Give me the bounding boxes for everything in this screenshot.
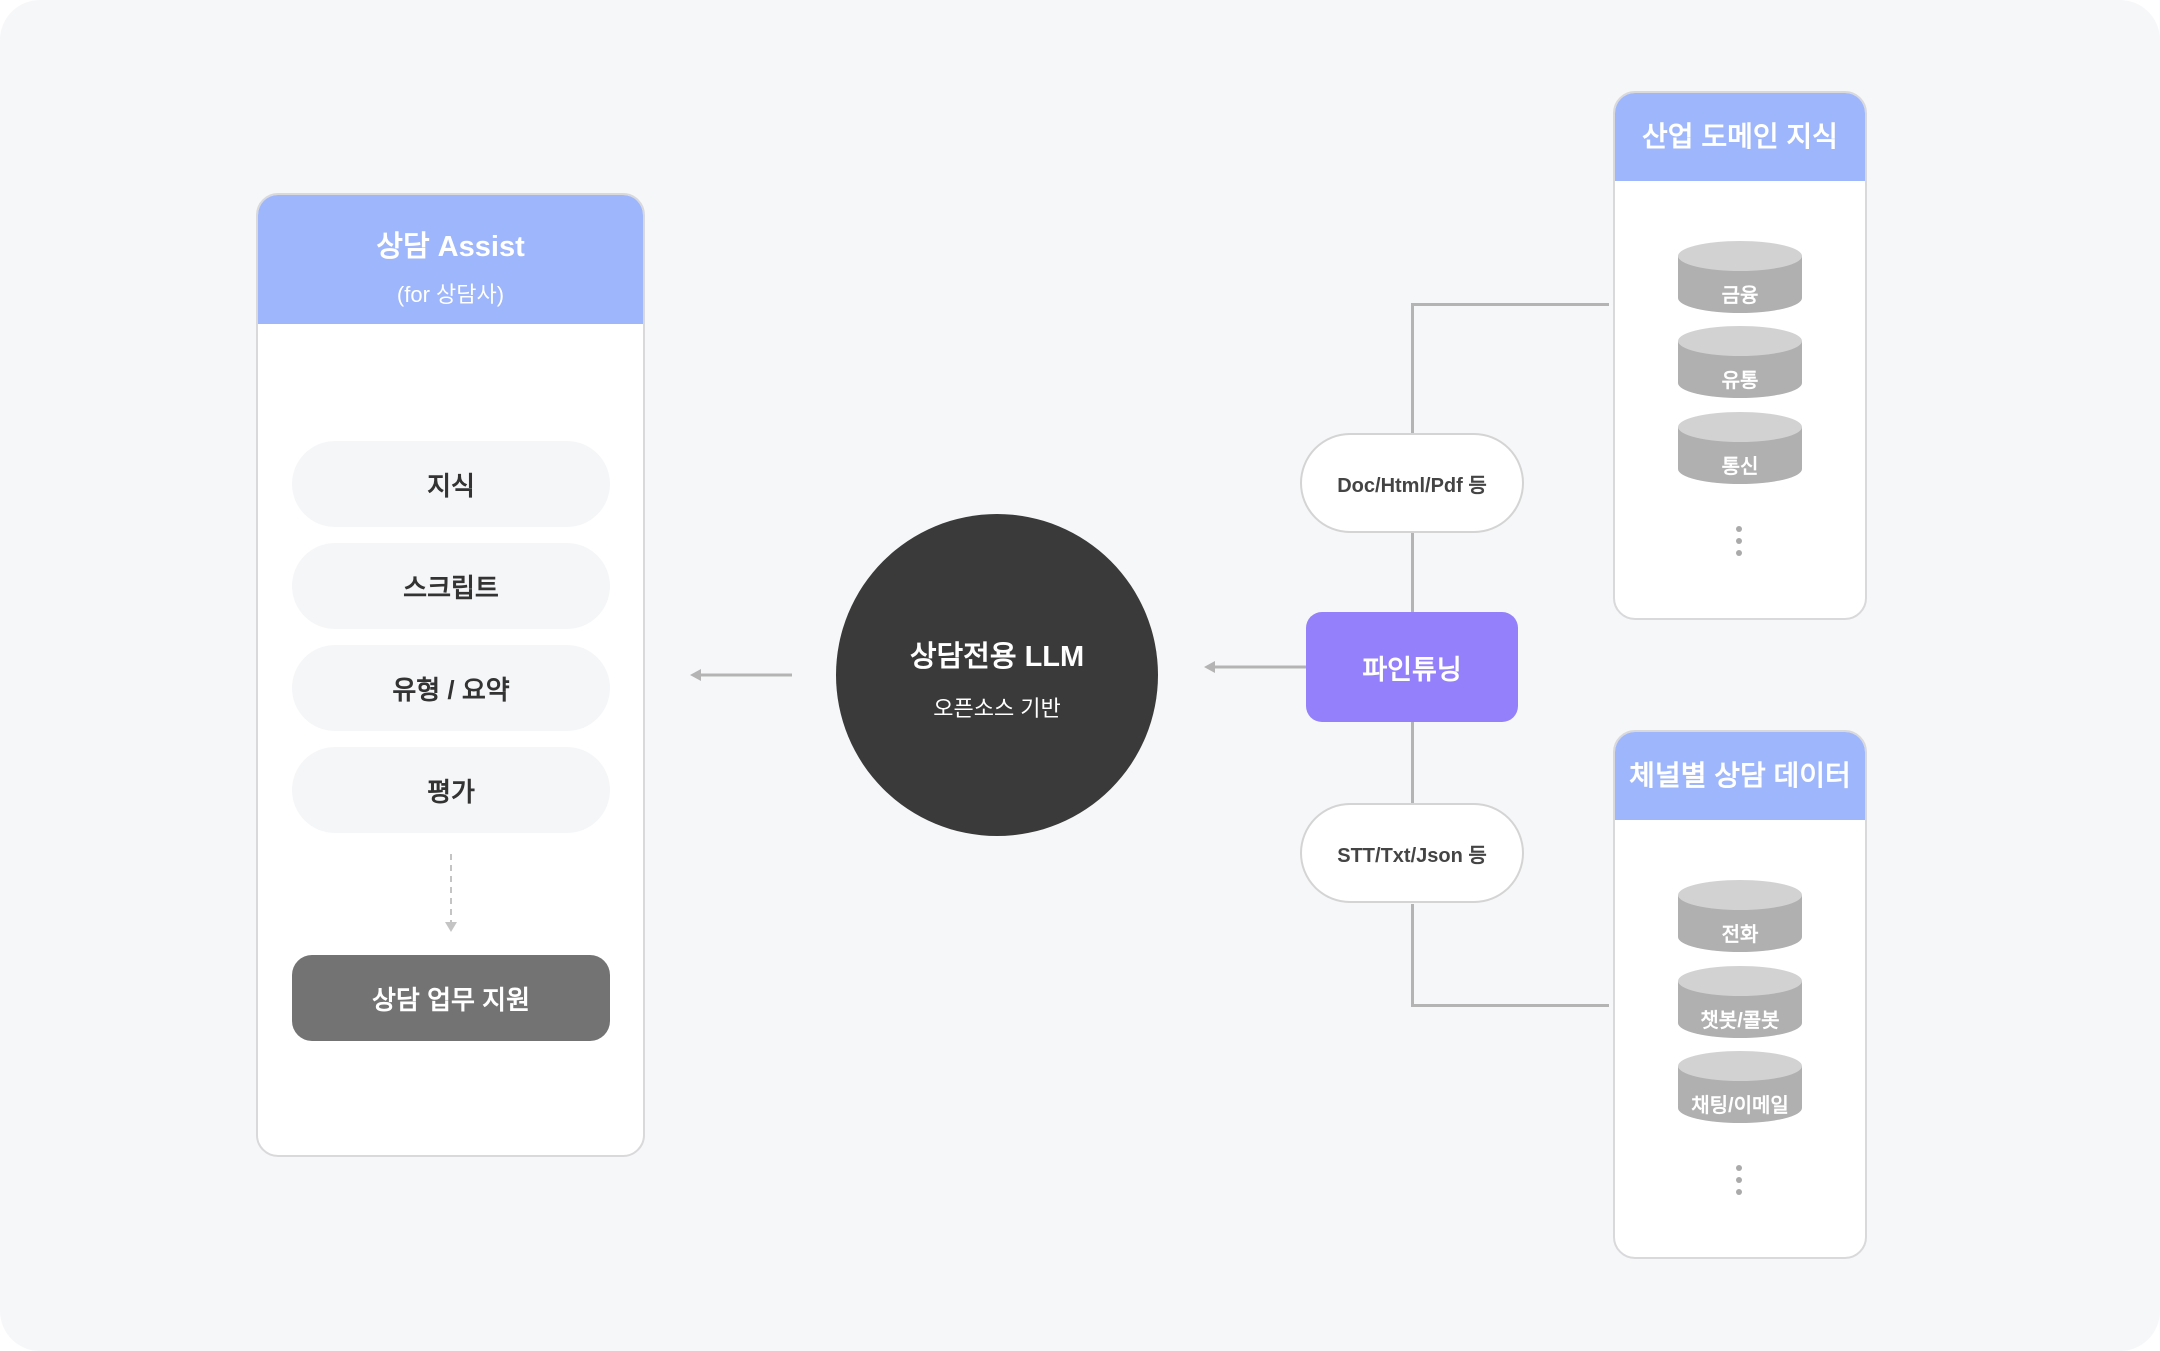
database-icon: 챗봇/콜봇 [1678, 966, 1802, 1038]
assist-title: 상담 Assist [376, 231, 525, 263]
assist-item-evaluation: 평가 [292, 747, 610, 833]
format-doc-pill: Doc/Html/Pdf 등 [1300, 433, 1524, 533]
database-icon: 전화 [1678, 880, 1802, 952]
assist-subtitle: (for 상담사) [396, 282, 505, 307]
fine-tuning-box: 파인튜닝 [1306, 612, 1518, 722]
assist-panel-header: 상담 Assist (for 상담사) [258, 195, 643, 324]
item-label: 평가 [427, 776, 475, 807]
item-label: 스크립트 [403, 572, 499, 603]
database-icon: 유통 [1678, 326, 1802, 398]
domain-knowledge-panel: 산업 도메인 지식 금융 유통 통신 [1613, 91, 1867, 620]
database-icon: 금융 [1678, 241, 1802, 313]
domain-panel-header: 산업 도메인 지식 [1615, 93, 1865, 181]
connector-line [1411, 303, 1414, 433]
llm-circle: 상담전용 LLM 오픈소스 기반 [836, 514, 1158, 836]
arrow-left-icon [1204, 661, 1308, 673]
fine-tuning-label: 파인튜닝 [1362, 654, 1462, 685]
consulting-support-button: 상담 업무 지원 [292, 955, 610, 1041]
format-stt-pill: STT/Txt/Json 등 [1300, 803, 1524, 903]
channel-data-panel: 체널별 상담 데이터 전화 챗봇/콜봇 채팅/이메일 [1613, 730, 1867, 1259]
item-label: 지식 [427, 470, 475, 501]
format-label: Doc/Html/Pdf 등 [1337, 474, 1487, 497]
connector-line [1411, 303, 1609, 306]
more-dots-icon [1736, 1165, 1744, 1201]
assist-panel: 상담 Assist (for 상담사) 지식 스크립트 유형 / 요약 평가 상… [256, 193, 645, 1157]
support-label: 상담 업무 지원 [372, 984, 530, 1015]
connector-line [1411, 720, 1414, 803]
channel-title: 체널별 상담 데이터 [1629, 760, 1851, 791]
assist-item-script: 스크립트 [292, 543, 610, 629]
item-label: 유형 / 요약 [392, 674, 510, 705]
assist-item-type-summary: 유형 / 요약 [292, 645, 610, 731]
connector-line [1411, 532, 1414, 612]
database-label: 챗봇/콜봇 [1700, 1010, 1780, 1032]
channel-panel-header: 체널별 상담 데이터 [1615, 732, 1865, 820]
database-icon: 통신 [1678, 412, 1802, 484]
dashed-down-arrow-icon [445, 854, 457, 932]
database-label: 채팅/이메일 [1691, 1095, 1789, 1117]
database-label: 전화 [1721, 924, 1759, 946]
llm-subtitle: 오픈소스 기반 [933, 696, 1061, 721]
llm-title: 상담전용 LLM [909, 641, 1085, 673]
database-label: 유통 [1721, 370, 1759, 392]
database-label: 통신 [1721, 456, 1759, 478]
domain-title: 산업 도메인 지식 [1642, 121, 1838, 152]
database-icon: 채팅/이메일 [1678, 1051, 1802, 1123]
connector-line [1411, 904, 1414, 1007]
format-label: STT/Txt/Json 등 [1337, 844, 1487, 867]
database-label: 금융 [1721, 285, 1759, 307]
arrow-left-icon [690, 669, 792, 681]
more-dots-icon [1736, 526, 1744, 562]
connector-line [1411, 1004, 1609, 1007]
assist-item-knowledge: 지식 [292, 441, 610, 527]
